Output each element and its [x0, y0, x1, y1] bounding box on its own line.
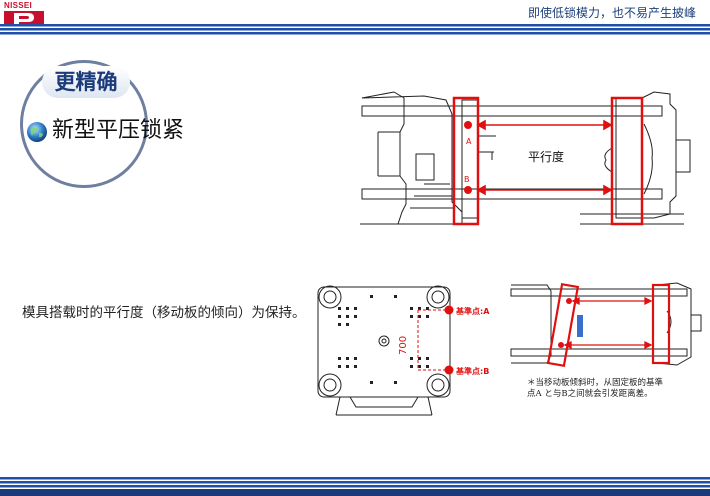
logo-text: NISSEI — [4, 1, 33, 10]
platen-tilt-diagram — [510, 282, 702, 368]
reference-point-b-label: 基準点:B — [455, 366, 489, 376]
slogan: 即使低锁模力，也不易产生披峰 — [527, 6, 696, 20]
tilt-note-line-2: 点A と与B之间就会引发距离差。 — [527, 389, 653, 399]
globe-icon — [27, 122, 47, 142]
dimension-label: 700 — [398, 336, 409, 355]
description-text: 模具搭载时的平行度（移动板的倾向）为保持。 — [22, 305, 306, 321]
clamp-unit-side-diagram: A B 平行度 — [360, 91, 691, 226]
tilt-note-line-1: ＊当移动板倾斜时，从固定板的基準 — [527, 378, 664, 388]
header-stripes — [0, 24, 710, 35]
footer-stripes — [0, 477, 710, 496]
mold-plate-diagram: 700 基準点:A 基準点:B — [317, 285, 490, 416]
parallelism-label: 平行度 — [528, 149, 564, 164]
logo-mark — [4, 11, 44, 24]
tilt-note: ＊当移动板倾斜时，从固定板的基準 点A と与B之间就会引发距离差。 — [527, 378, 663, 400]
svg-text:A: A — [466, 137, 472, 146]
reference-point-a-label: 基準点:A — [455, 306, 490, 316]
section-title: 更精确 — [42, 66, 130, 98]
decorative-circle — [20, 60, 148, 188]
nissei-logo: NISSEI — [4, 2, 44, 24]
section-subtitle: 新型平压锁紧 — [52, 118, 185, 143]
svg-text:B: B — [464, 175, 470, 184]
